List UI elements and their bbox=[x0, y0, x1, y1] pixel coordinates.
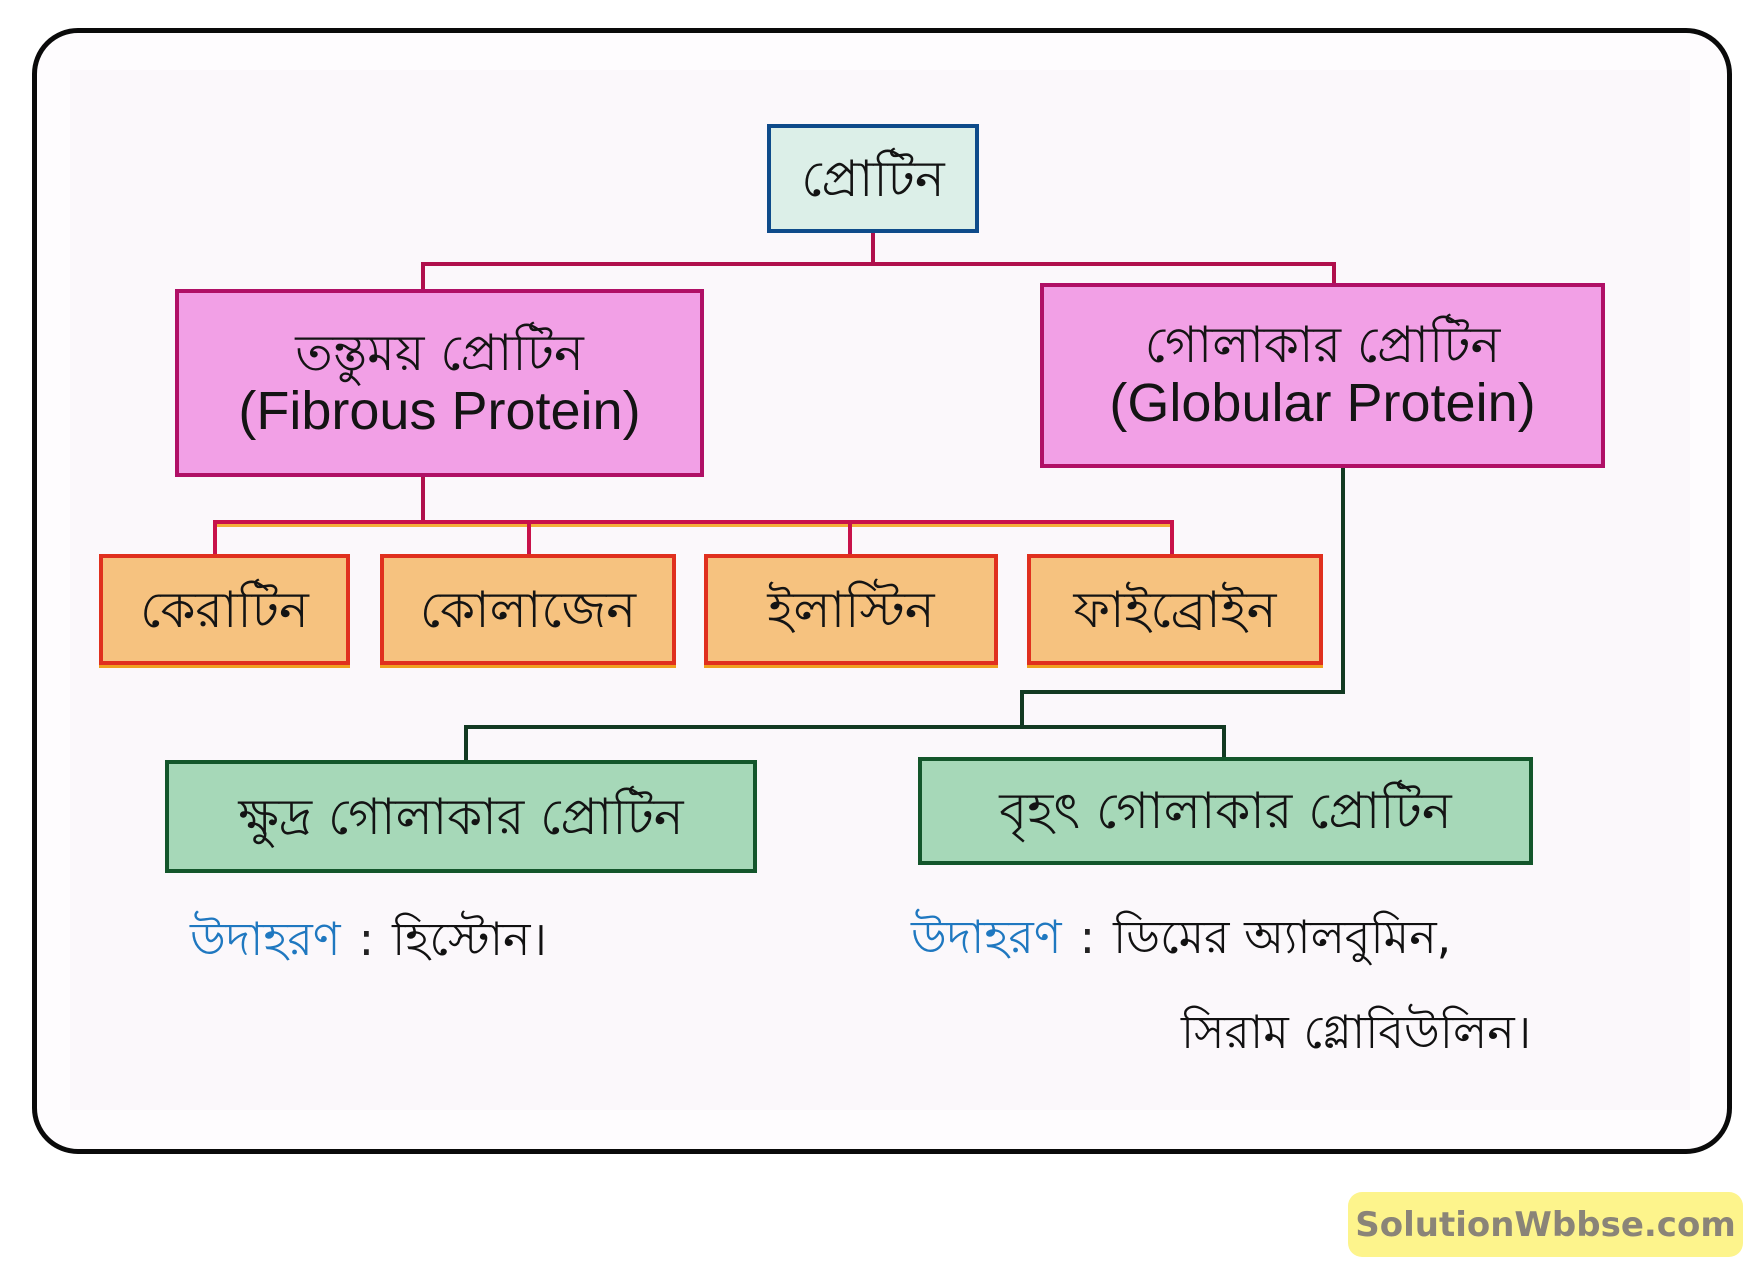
collagen-label: কোলাজেন bbox=[419, 580, 637, 639]
example-text-line2: সিরাম গ্লোবিউলিন। bbox=[1181, 1005, 1532, 1059]
fibrous-label-en: (Fibrous Protein) bbox=[238, 380, 641, 441]
connector-small-drop bbox=[464, 725, 468, 761]
root-node-protein: প্রোটিন bbox=[767, 124, 979, 233]
elastin-label: ইলাস্টিন bbox=[767, 580, 935, 639]
connector-globular-elbow bbox=[1020, 690, 1345, 694]
node-keratin: কেরাটিন bbox=[99, 554, 350, 665]
example-colon: : bbox=[358, 912, 375, 966]
small-globular-label: ক্ষুদ্র গোলাকার প্রোটিন bbox=[238, 787, 684, 846]
connector-globular-horizontal bbox=[464, 725, 1226, 729]
example-text: হিস্টোন। bbox=[392, 912, 547, 966]
connector-fibrous-stem bbox=[421, 477, 425, 522]
fibrous-label-bn: তন্তুময় প্রোটিন bbox=[295, 323, 584, 382]
connector-level1-horizontal bbox=[421, 262, 1336, 266]
keratin-label: কেরাটিন bbox=[140, 580, 309, 639]
example-text-line1: ডিমের অ্যালবুমিন, bbox=[1113, 910, 1452, 964]
root-label: প্রোটিন bbox=[801, 149, 945, 208]
large-globular-label: বৃহৎ গোলাকার প্রোটিন bbox=[999, 782, 1452, 840]
node-collagen: কোলাজেন bbox=[380, 554, 676, 665]
node-large-globular-protein: বৃহৎ গোলাকার প্রোটিন bbox=[918, 757, 1533, 865]
connector-keratin-drop bbox=[213, 520, 217, 555]
node-elastin: ইলাস্টিন bbox=[704, 554, 998, 665]
fibroin-label: ফাইব্রোইন bbox=[1073, 580, 1277, 639]
connector-fibrous-horizontal bbox=[213, 520, 1174, 524]
example-large-globular: উদাহরণ : ডিমের অ্যালবুমিন, bbox=[911, 903, 1451, 979]
connector-globular-elbow-drop bbox=[1020, 690, 1024, 728]
globular-label-bn: গোলাকার প্রোটিন bbox=[1144, 316, 1501, 375]
node-small-globular-protein: ক্ষুদ্র গোলাকার প্রোটিন bbox=[165, 760, 757, 873]
globular-label-en: (Globular Protein) bbox=[1109, 373, 1536, 434]
connector-fibroin-drop bbox=[1170, 520, 1174, 555]
node-fibrous-protein: তন্তুময় প্রোটিন (Fibrous Protein) bbox=[175, 289, 704, 477]
watermark-text: SolutionWbbse.com bbox=[1355, 1204, 1736, 1245]
example-colon: : bbox=[1079, 910, 1096, 964]
connector-root-stem bbox=[871, 233, 875, 265]
connector-globular-drop bbox=[1332, 262, 1336, 284]
connector-globular-stem bbox=[1341, 468, 1345, 693]
connector-fibrous-drop bbox=[421, 262, 425, 290]
node-globular-protein: গোলাকার প্রোটিন (Globular Protein) bbox=[1040, 283, 1605, 468]
connector-large-drop bbox=[1222, 725, 1226, 758]
example-label: উদাহরণ bbox=[911, 910, 1062, 964]
example-label: উদাহরণ bbox=[190, 912, 341, 966]
connector-collagen-drop bbox=[527, 520, 531, 555]
watermark-badge: SolutionWbbse.com bbox=[1348, 1192, 1743, 1257]
example-small-globular: উদাহরণ : হিস্টোন। bbox=[190, 905, 547, 981]
node-fibroin: ফাইব্রোইন bbox=[1027, 554, 1323, 665]
connector-elastin-drop bbox=[848, 520, 852, 555]
